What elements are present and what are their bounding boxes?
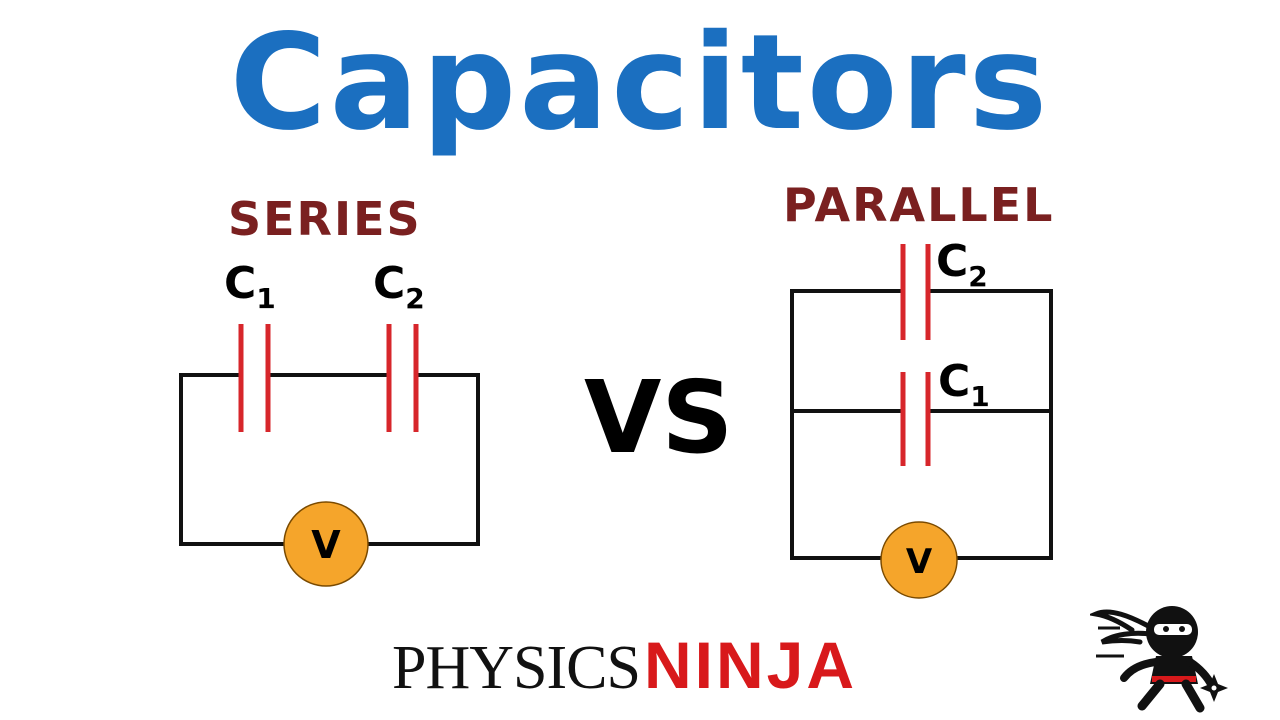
series-heading: SERIES (228, 192, 422, 246)
parallel-capacitor-c1 (900, 372, 931, 466)
ninja-mascot-icon (1090, 606, 1228, 713)
parallel-wires (790, 289, 1053, 560)
capacitor-letter: C (224, 258, 257, 309)
brand-ninja: NINJA (644, 628, 858, 702)
capacitor-index: 1 (256, 282, 276, 315)
capacitor-index: 2 (968, 260, 988, 293)
brand-logo: PHYSICSNINJA (392, 632, 857, 699)
ninja-leg (1181, 679, 1205, 713)
headband-tail (1090, 609, 1155, 633)
series-c2-label: C2 (373, 262, 425, 313)
series-circuit: V (179, 324, 480, 587)
capacitor-letter: C (938, 356, 971, 407)
ninja-eye-band (1154, 624, 1192, 635)
ninja-arm (1120, 658, 1160, 682)
series-capacitor-c2 (386, 324, 419, 432)
parallel-heading: PARALLEL (783, 178, 1055, 232)
capacitor-index: 2 (405, 282, 425, 315)
parallel-voltmeter (880, 521, 958, 599)
series-c1-label: C1 (224, 262, 276, 313)
parallel-circuit: V (790, 244, 1053, 599)
ninja-eye (1163, 626, 1169, 632)
capacitor-index: 1 (970, 380, 990, 413)
capacitor-letter: C (936, 236, 969, 287)
ninja-leg (1137, 679, 1165, 711)
ninja-belt (1152, 676, 1196, 682)
series-voltmeter (283, 501, 369, 587)
shuriken-center (1211, 685, 1217, 691)
capacitor-letter: C (373, 258, 406, 309)
series-voltmeter-label: V (311, 523, 341, 567)
parallel-c2-label: C2 (936, 240, 988, 291)
headband-tail (1100, 630, 1153, 645)
page-title: Capacitors (229, 6, 1051, 160)
brand-physics: PHYSICS (392, 634, 641, 702)
ninja-eye (1179, 626, 1185, 632)
parallel-capacitor-c2 (900, 244, 931, 340)
series-wires (179, 373, 480, 546)
voltmeter-icon: V (880, 521, 958, 599)
parallel-c1-label: C1 (938, 360, 990, 411)
parallel-voltmeter-label: V (906, 542, 933, 582)
series-capacitor-c1 (238, 324, 271, 432)
voltmeter-icon: V (283, 501, 369, 587)
vs-text: VS (584, 359, 734, 476)
